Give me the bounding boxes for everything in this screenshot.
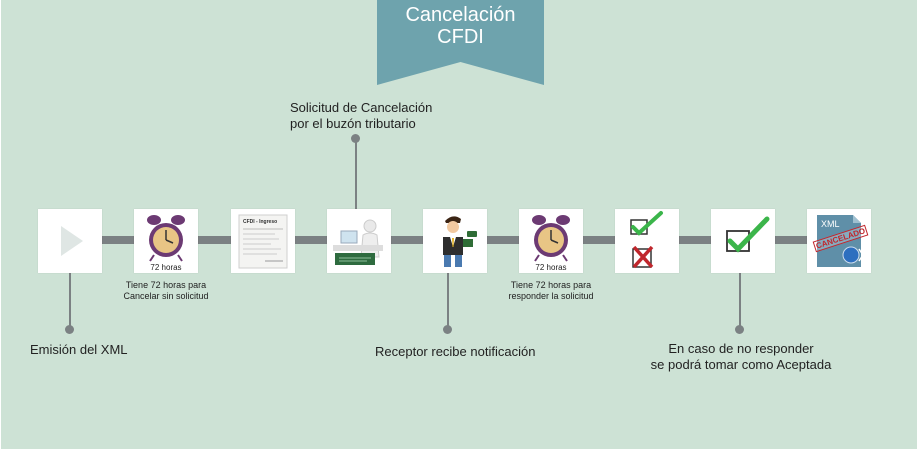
cancelled-xml-icon [817, 215, 864, 267]
label-request: Solicitud de Cancelación por el buzón tr… [290, 100, 432, 132]
label-accepted: En caso de no responder se podrá tomar c… [641, 341, 841, 373]
clock-2-caption: 72 horas [535, 263, 567, 272]
note-clock-2-line2: responder la solicitud [508, 291, 594, 301]
cancelled-file-type: XML [821, 219, 840, 229]
note-clock-1-line1: Tiene 72 horas para [125, 280, 207, 290]
label-accepted-line2: se podrá tomar como Aceptada [650, 357, 832, 372]
banner-shape [377, 0, 544, 85]
computer-user-icon [333, 219, 383, 265]
dot-emission [65, 325, 74, 334]
checkmark-icon [726, 216, 770, 253]
connector-emission [69, 273, 71, 329]
banner-title: Cancelación CFDI [377, 4, 544, 48]
banner-title-line1: Cancelación [405, 4, 516, 26]
invoice-title: CFDI - Ingreso [243, 219, 278, 225]
banner-title-line2: CFDI [437, 26, 484, 48]
note-clock-2: Tiene 72 horas para responder la solicit… [492, 280, 610, 302]
label-emission: Emisión del XML [30, 342, 128, 357]
invoice-document-icon [238, 214, 288, 269]
label-request-line1: Solicitud de Cancelación [290, 100, 433, 115]
label-accepted-line1: En caso de no responder [668, 341, 814, 356]
check-and-cross-icon [630, 211, 663, 269]
node-decision [615, 209, 679, 273]
node-emission [38, 209, 102, 273]
businessman-notification-icon [443, 216, 477, 267]
label-receiver: Receptor recibe notificación [375, 344, 536, 359]
node-clock-1: 72 horas [134, 209, 198, 273]
node-cancelled: XML CANCELADO [807, 209, 871, 273]
play-icon [61, 226, 83, 256]
dot-request [351, 134, 360, 143]
node-accepted [711, 209, 775, 273]
note-clock-2-line1: Tiene 72 horas para [510, 280, 592, 290]
node-clock-2: 72 horas [519, 209, 583, 273]
alarm-clock-icon [147, 215, 185, 262]
label-request-line2: por el buzón tributario [290, 116, 416, 131]
connector-accepted [739, 273, 741, 329]
node-invoice: CFDI - Ingreso [231, 209, 295, 273]
node-request [327, 209, 391, 273]
alarm-clock-icon [532, 215, 570, 262]
dot-accepted [735, 325, 744, 334]
note-clock-1-line2: Cancelar sin solicitud [123, 291, 209, 301]
title-banner: Cancelación CFDI [377, 0, 544, 85]
dot-receiver [443, 325, 452, 334]
connector-request [355, 140, 357, 209]
connector-receiver [447, 273, 449, 329]
node-receiver [423, 209, 487, 273]
note-clock-1: Tiene 72 horas para Cancelar sin solicit… [108, 280, 224, 302]
clock-1-caption: 72 horas [150, 263, 182, 272]
